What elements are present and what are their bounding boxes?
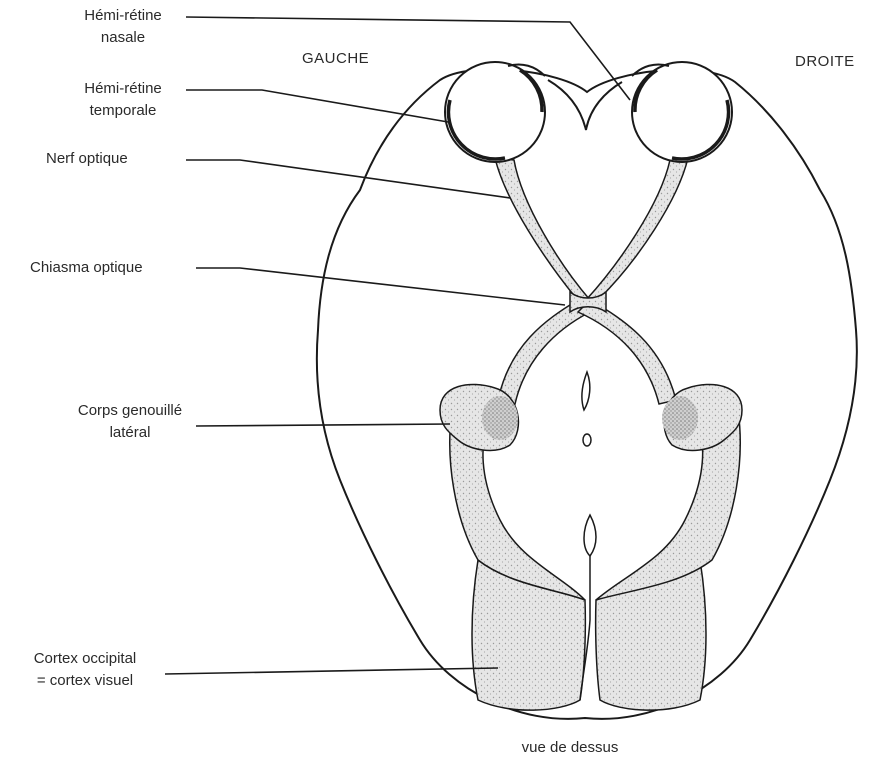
- side-label-left: GAUCHE: [302, 50, 369, 67]
- label-chiasma-optique: Chiasma optique: [30, 257, 190, 279]
- label-line: = cortex visuel: [5, 670, 165, 692]
- label-line: Nerf optique: [46, 148, 186, 170]
- ventricle-small: [583, 434, 591, 446]
- label-line: temporale: [58, 100, 188, 122]
- label-line: Hémi-rétine: [58, 5, 188, 27]
- label-line: nasale: [58, 27, 188, 49]
- eye-left: [445, 62, 545, 162]
- side-label-right: DROITE: [795, 53, 855, 70]
- label-line: latéral: [60, 422, 200, 444]
- label-line: Corps genouillé: [60, 400, 200, 422]
- label-hemi-retine-nasale: Hémi-rétine nasale: [58, 5, 188, 49]
- label-line: Chiasma optique: [30, 257, 190, 279]
- label-corps-genouille: Corps genouillé latéral: [60, 400, 200, 444]
- eye-right: [632, 62, 732, 162]
- label-line: Cortex occipital: [5, 648, 165, 670]
- label-line: Hémi-rétine: [58, 78, 188, 100]
- label-hemi-retine-temporale: Hémi-rétine temporale: [58, 78, 188, 122]
- label-cortex-occipital: Cortex occipital = cortex visuel: [5, 648, 165, 692]
- caption-view: vue de dessus: [500, 737, 640, 759]
- label-nerf-optique: Nerf optique: [46, 148, 186, 170]
